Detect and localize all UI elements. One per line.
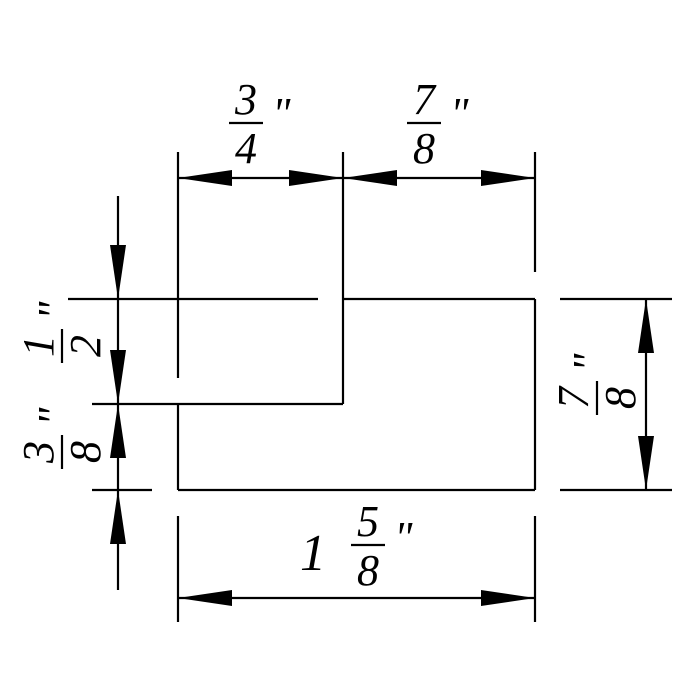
arrowhead [481, 590, 535, 606]
label-bottom: 1 5 8 " [300, 497, 413, 595]
part-outline [92, 152, 537, 492]
numerator: 7 [413, 75, 437, 124]
extension-lines [68, 152, 672, 622]
inch-mark: " [394, 513, 413, 562]
dim-right-line [638, 299, 654, 490]
arrowhead [481, 170, 535, 186]
denominator: 8 [596, 387, 645, 409]
arrowhead [178, 170, 232, 186]
inch-mark: " [29, 301, 78, 320]
label-left-lower: 3 8 " [14, 407, 110, 469]
arrowhead [343, 170, 397, 186]
denominator: 8 [61, 441, 110, 463]
inch-mark: " [450, 89, 469, 138]
numerator: 7 [549, 385, 598, 409]
denominator: 2 [61, 335, 110, 357]
inch-mark: " [272, 89, 291, 138]
label-top-left: 3 4 " [229, 75, 291, 173]
arrowhead [289, 170, 343, 186]
denominator: 4 [235, 124, 257, 173]
arrowhead [638, 436, 654, 490]
arrowhead [110, 350, 126, 404]
numerator: 3 [234, 75, 257, 124]
arrowhead [110, 490, 126, 544]
dim-left-line [110, 196, 126, 590]
arrowhead [178, 590, 232, 606]
dim-top-right-line [343, 170, 535, 186]
label-top-right: 7 8 " [407, 75, 469, 173]
arrowhead [110, 245, 126, 299]
label-left-upper: 1 2 " [14, 301, 110, 363]
dim-top-left-line [178, 170, 343, 186]
numerator: 1 [14, 335, 63, 357]
arrowhead [638, 299, 654, 353]
dim-bottom-line [178, 590, 535, 606]
label-right: 7 8 " [549, 353, 645, 415]
numerator: 5 [357, 497, 379, 546]
denominator: 8 [357, 546, 379, 595]
inch-mark: " [29, 407, 78, 426]
whole-number: 1 [300, 525, 326, 582]
arrowhead [110, 404, 126, 458]
numerator: 3 [14, 441, 63, 464]
inch-mark: " [564, 353, 613, 372]
denominator: 8 [413, 124, 435, 173]
